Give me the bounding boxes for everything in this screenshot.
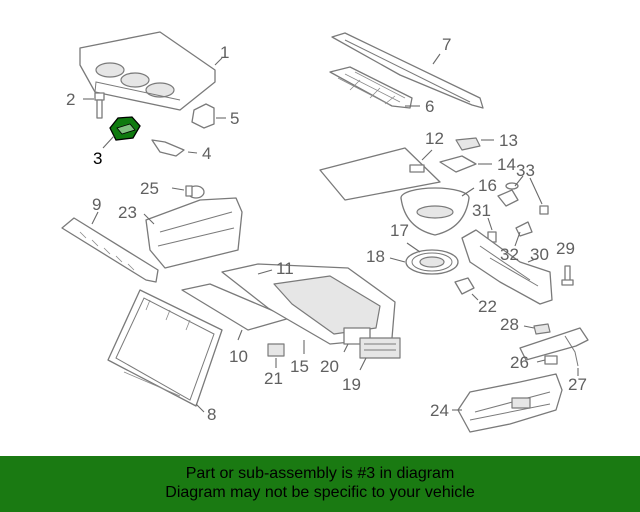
part-3-highlighted [109, 116, 141, 141]
part-1-rear-shelf [79, 31, 216, 111]
callout-8: 8 [207, 405, 216, 424]
part-12-mat [319, 147, 441, 201]
callout-10: 10 [229, 347, 248, 366]
callout-27: 27 [568, 375, 587, 394]
banner-line-part: Part or sub-assembly is #3 in diagram [185, 465, 455, 482]
callout-18: 18 [366, 247, 385, 266]
callout-25: 25 [140, 179, 159, 198]
callout-17: 17 [390, 221, 409, 240]
part-14-lid [439, 155, 477, 173]
part-23-side-panel [145, 197, 243, 269]
callout-11: 11 [276, 259, 294, 278]
part-21-block [267, 343, 285, 357]
callout-15: 15 [290, 357, 309, 376]
part-22-bracket [454, 277, 475, 295]
callout-19: 19 [342, 375, 361, 394]
part-15-trunk-tub [221, 263, 396, 345]
callout-16: 16 [478, 176, 497, 195]
callout-24: 24 [430, 401, 449, 420]
part-28-plug [533, 323, 551, 335]
part-18-spare-wheel [405, 249, 459, 275]
part-29-bolt [561, 265, 574, 286]
callout-5: 5 [230, 109, 239, 128]
part-5-bracket [191, 103, 215, 129]
part-13-cap [455, 137, 481, 151]
banner-line-disclaimer: Diagram may not be specific to your vehi… [165, 484, 475, 501]
callout-30: 30 [530, 245, 549, 264]
info-banner: Part or sub-assembly is #3 in diagram Di… [0, 456, 640, 512]
part-8-back-panel [107, 289, 223, 407]
part-9-sill-plate [61, 217, 159, 283]
callout-9: 9 [92, 195, 101, 214]
callout-4: 4 [202, 144, 211, 163]
part-4-bracket [151, 139, 185, 157]
parts-diagram: 1 2 3 4 5 6 7 8 9 10 11 12 13 14 15 16 1… [61, 31, 589, 433]
part-16-tire-well [400, 187, 470, 236]
callout-29: 29 [556, 239, 575, 258]
callout-33: 33 [516, 161, 535, 180]
part-25-fastener [185, 185, 205, 199]
part-30-side-trim [461, 229, 553, 305]
callout-1: 1 [220, 43, 229, 62]
part-2-clip [94, 92, 105, 119]
callout-13: 13 [499, 131, 518, 150]
part-19-box [359, 337, 401, 359]
callout-28: 28 [500, 315, 519, 334]
callout-31: 31 [472, 201, 491, 220]
callout-2: 2 [66, 90, 75, 109]
part-6-net [329, 66, 413, 109]
part-26-clip [544, 355, 558, 365]
part-24-side-liner [457, 373, 563, 433]
part-7-cover [331, 32, 484, 109]
callout-7: 7 [442, 35, 451, 54]
callout-26: 26 [510, 353, 529, 372]
callout-20: 20 [320, 357, 339, 376]
part-27-sill-trim [519, 327, 589, 367]
callout-6: 6 [425, 97, 434, 116]
callout-12: 12 [425, 129, 444, 148]
callout-22: 22 [478, 297, 497, 316]
callout-23: 23 [118, 203, 137, 222]
callout-21: 21 [264, 369, 283, 388]
callout-14: 14 [497, 155, 516, 174]
callout-3: 3 [93, 149, 102, 168]
callout-32: 32 [500, 245, 519, 264]
part-33-clips [497, 182, 549, 237]
